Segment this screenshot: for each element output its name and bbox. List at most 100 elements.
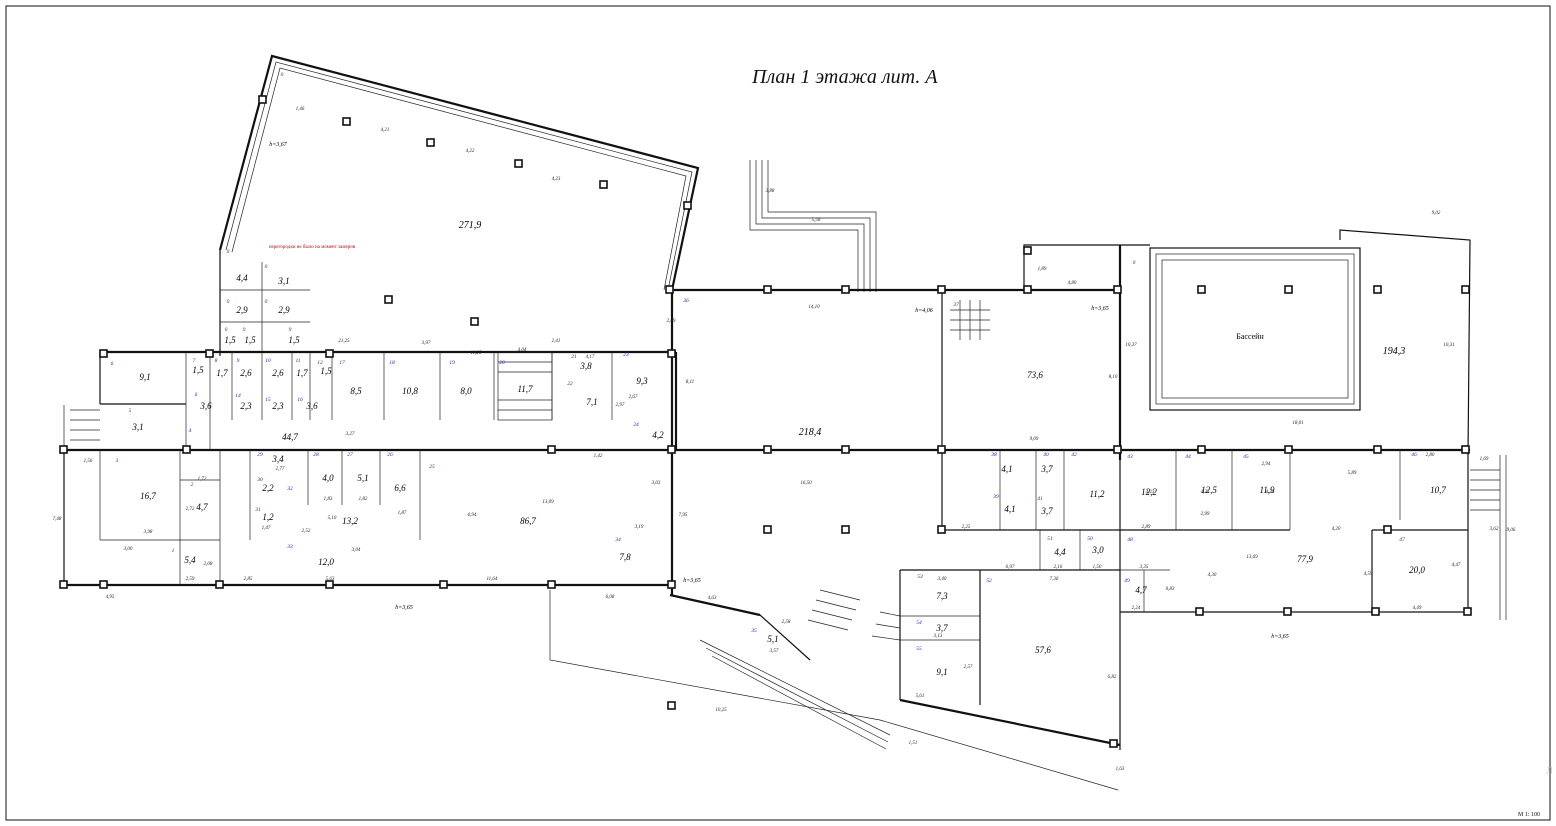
dimension-label: 6,82 [1108,675,1117,680]
room-area-label: 1,5 [192,365,204,375]
room-area-label: 7,8 [619,552,631,562]
room-number-label: 9 [289,327,292,333]
room-area-label: 13,2 [342,516,358,526]
room-number-label: 0 [265,264,268,270]
room-number-label: 53 [917,574,923,580]
dimension-label: 1,72 [198,477,207,482]
dimension-label: 10,37 [1125,343,1137,348]
room-number-label: 52 [986,578,992,584]
room-area-label: 4,2 [652,430,664,440]
height-label: h=4,06 [915,307,933,314]
room-number-label: 55 [916,646,922,652]
room-area-label: 194,3 [1383,346,1406,357]
partition-note: перегородки не было на момент замеров [269,245,356,250]
dimension-label: 21,25 [338,339,350,344]
room-area-label: 11,9 [1259,485,1275,495]
room-number-label: 29 [257,452,263,458]
room-area-label: 9,3 [636,376,648,386]
stair-flight-east [1470,455,1507,620]
room-area-label: 5,1 [767,634,778,644]
room-area-label: 16,7 [140,491,156,501]
room-number-label: 0 [227,249,230,255]
dimension-label: 1,50 [1093,565,1102,570]
room-area-label: 44,7 [282,432,298,442]
room-number-label: 45 [1243,453,1249,460]
room-number-label: 15 [265,397,271,403]
room-number-label: 28 [313,452,319,458]
room-area-label: 12,0 [318,557,334,567]
height-label: h=3,65 [1271,634,1289,640]
room-area-label: 4,7 [196,502,208,512]
room-number-label: 35 [750,628,757,634]
dimension-label: 4,30 [1208,573,1217,578]
room-area-label: 3,6 [199,401,212,411]
dimension-label: 5,10 [328,516,337,521]
dimension-label: 11,64 [487,577,498,582]
stair-flight-west [63,405,100,450]
room-area-label: 1,2 [262,512,274,522]
dimension-label: 9,06 [1507,528,1516,533]
dimension-label: 7,36 [1050,577,1059,582]
dimension-label: 2,58 [782,620,791,625]
dimension-label: 3,00 [124,547,133,552]
room-number-label: 43 [1127,453,1133,460]
dimension-label: 6,08 [606,595,615,600]
room-number-label: 0 [243,327,246,333]
dimension-label: 3,19 [635,525,644,530]
room-number-label: 24 [633,421,639,428]
room-area-label: 8,0 [460,386,472,396]
room-number-label: 36 [682,298,689,304]
room-number-label: 1 [172,548,175,554]
stairs [63,300,1507,641]
page-title: План 1 этажа лит. А [752,66,938,88]
height-label: h=3,65 [395,605,413,611]
dimension-label: 14,10 [808,305,820,310]
room-area-label: 1,5 [244,335,256,345]
room-area-label: 2,6 [240,368,252,378]
room-area-label: 86,7 [520,516,536,526]
room-number-label: 26 [387,452,393,458]
room-area-label: 6,6 [394,483,406,493]
dimension-label: 1,69 [1480,457,1489,462]
dimension-label: 4,04 [518,348,527,353]
room-area-label: 5,4 [184,555,196,565]
room-number-label: 0 [1133,260,1136,266]
room-number-label: 48 [1127,536,1133,543]
room-number-label: 51 [1047,536,1053,542]
room-number-label: 30 [256,477,263,483]
main-walls [63,229,1471,750]
room-number-label: 11 [295,358,300,364]
room-area-label: 9,1 [936,667,947,677]
dimension-label: 5,56 [812,218,821,223]
room-area-label: 3,7 [1040,506,1053,516]
room-number-label: 31 [254,507,261,513]
room-number-label: 6 [195,392,198,398]
dimension-label: 5,61 [916,694,925,699]
dimension-label: 4,20 [1332,527,1341,532]
room-area-label: 73,6 [1027,370,1043,380]
dimension-label: 4,59 [1364,572,1373,577]
dimension-label: 2,72 [186,507,195,512]
dimension-label: 4,25 [1201,490,1210,495]
dimension-label: 6,94 [468,513,477,518]
room-area-label: 3,4 [271,454,284,464]
room-number-label: 47 [1399,536,1405,543]
room-number-label: 27 [347,452,353,458]
dimension-label: 2,94 [1262,462,1271,467]
room-area-label: 10,8 [402,386,418,396]
room-area-label: 4,0 [322,473,334,483]
dimension-label: 4,35 [1266,490,1275,495]
dimension-label: 4,23 [1146,490,1155,495]
height-label: h=3,65 [683,578,701,584]
dimension-label: 11,25 [471,351,482,356]
dimension-labels: 14,105,563,889,0210,378,1010,3118,0116,5… [53,107,1516,772]
room-area-label: 3,8 [579,361,592,371]
dimension-label: 4,47 [1452,563,1461,568]
room-number-label: 0 [225,327,228,333]
room-area-label: 7,1 [586,397,597,407]
room-area-label: 1,7 [216,368,228,378]
dimension-label: 1,42 [594,454,603,459]
room-number-label: 33 [286,544,293,550]
room-number-label: 6 [111,361,114,367]
room-area-label: 9,1 [139,372,150,382]
